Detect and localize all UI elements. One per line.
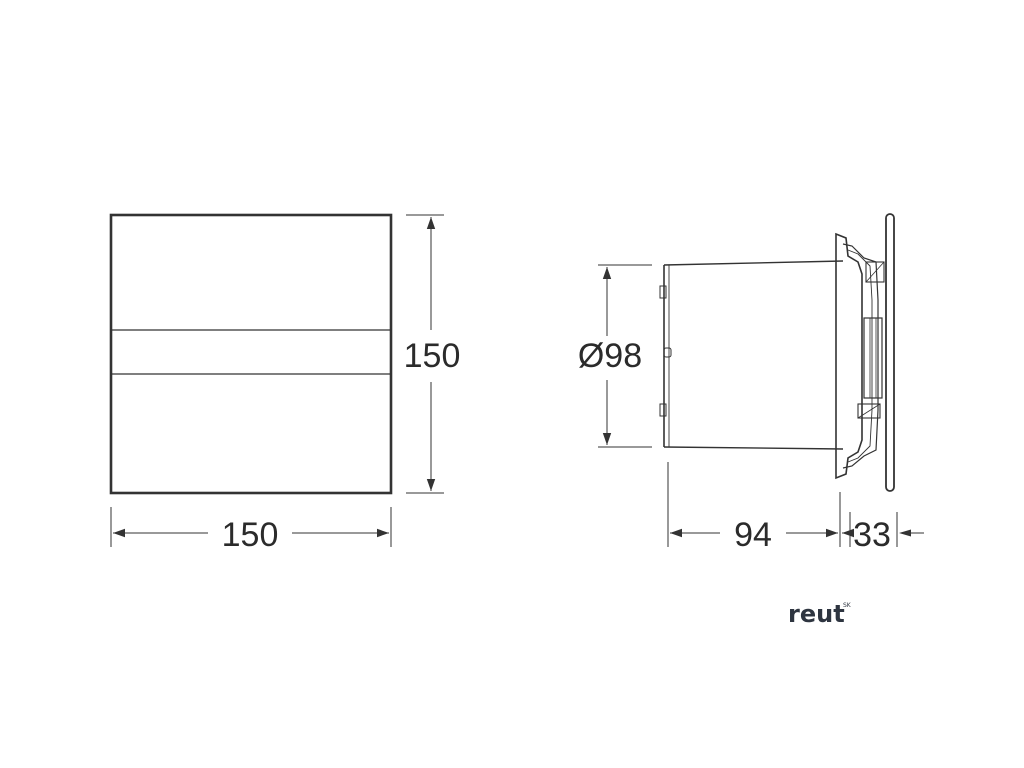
front-panel-outline	[109, 213, 393, 495]
diameter-dimension: Ø98	[578, 264, 652, 448]
front-height-dimension: 150	[404, 214, 461, 494]
motor-block	[863, 317, 883, 399]
housing-inner-curve	[842, 243, 879, 469]
width-label: 150	[222, 516, 279, 554]
lower-bracket-diag	[857, 403, 881, 419]
front-cover-plate	[885, 213, 895, 492]
housing-outline	[835, 232, 863, 480]
side-view: Ø98 94 33	[578, 213, 924, 554]
depth-label: 94	[734, 516, 772, 554]
duct-body	[659, 260, 844, 450]
depth-dimension: 94	[667, 462, 841, 554]
duct-clip-bottom	[659, 403, 667, 417]
front-width-dimension: 150	[110, 507, 392, 554]
lower-bracket	[857, 403, 881, 419]
duct-bottom-edge	[663, 446, 844, 450]
duct-clip-mid	[663, 347, 672, 358]
brand-logo: reut SK	[788, 600, 852, 628]
duct-clip-top	[659, 285, 667, 299]
flange-label: 33	[853, 516, 891, 554]
logo-superscript: SK	[843, 602, 852, 609]
diameter-label: Ø98	[578, 337, 642, 375]
height-label: 150	[404, 337, 461, 375]
flange-dimension: 33	[842, 512, 924, 554]
motor-housing	[835, 232, 885, 480]
logo-text: reut	[788, 600, 845, 628]
upper-bracket	[865, 261, 885, 283]
housing-inner-curve-2	[847, 249, 873, 463]
upper-bracket-diag	[865, 261, 885, 283]
flange-arrowhead	[899, 529, 911, 537]
front-view: 150 150	[109, 213, 461, 554]
duct-top-edge	[663, 260, 844, 266]
